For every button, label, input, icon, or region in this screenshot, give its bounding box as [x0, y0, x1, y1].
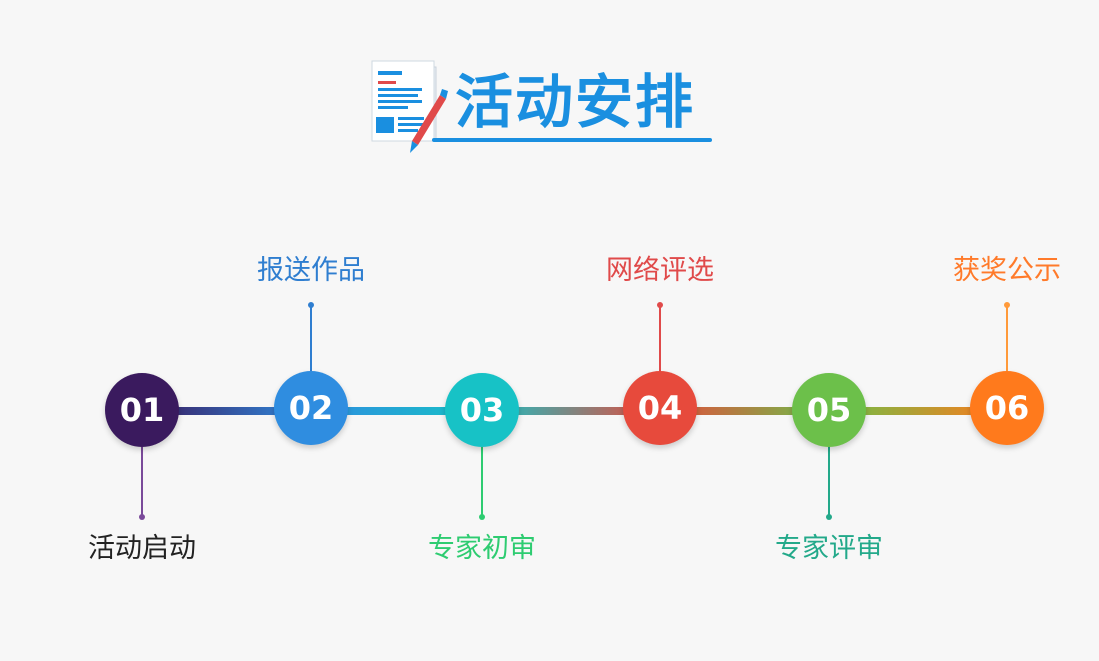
step-number: 03	[459, 391, 505, 429]
step-label: 获奖公示	[953, 255, 1061, 286]
document-pen-icon	[371, 60, 448, 153]
step-node-04: 04	[623, 371, 697, 445]
step-label: 网络评选	[606, 255, 714, 286]
step-connector-dot	[657, 302, 663, 308]
timeline-connector	[829, 407, 1007, 415]
timeline-connector	[482, 407, 660, 415]
step-node-05: 05	[792, 373, 866, 447]
title-underline	[432, 138, 712, 142]
step-connector-line	[141, 447, 143, 517]
step-label: 专家初审	[428, 533, 536, 564]
page-header: 活动安排	[360, 55, 720, 155]
step-number: 01	[119, 391, 165, 429]
step-label: 专家评审	[775, 533, 883, 564]
page-title: 活动安排	[455, 68, 696, 136]
step-label: 报送作品	[257, 255, 365, 286]
step-connector-dot	[826, 514, 832, 520]
step-connector-dot	[139, 514, 145, 520]
step-connector-dot	[308, 302, 314, 308]
step-number: 06	[984, 389, 1030, 427]
step-connector-line	[481, 447, 483, 517]
step-number: 02	[288, 389, 334, 427]
step-connector-dot	[479, 514, 485, 520]
step-node-01: 01	[105, 373, 179, 447]
step-connector-line	[1006, 305, 1008, 371]
step-connector-line	[828, 447, 830, 517]
timeline-connector	[311, 407, 482, 415]
step-connector-line	[310, 305, 312, 371]
timeline-connector	[142, 407, 311, 415]
step-label: 活动启动	[88, 533, 196, 564]
timeline-connector	[660, 407, 829, 415]
step-connector-dot	[1004, 302, 1010, 308]
step-node-02: 02	[274, 371, 348, 445]
step-number: 04	[637, 389, 683, 427]
step-node-03: 03	[445, 373, 519, 447]
step-number: 05	[806, 391, 852, 429]
step-connector-line	[659, 305, 661, 371]
step-node-06: 06	[970, 371, 1044, 445]
